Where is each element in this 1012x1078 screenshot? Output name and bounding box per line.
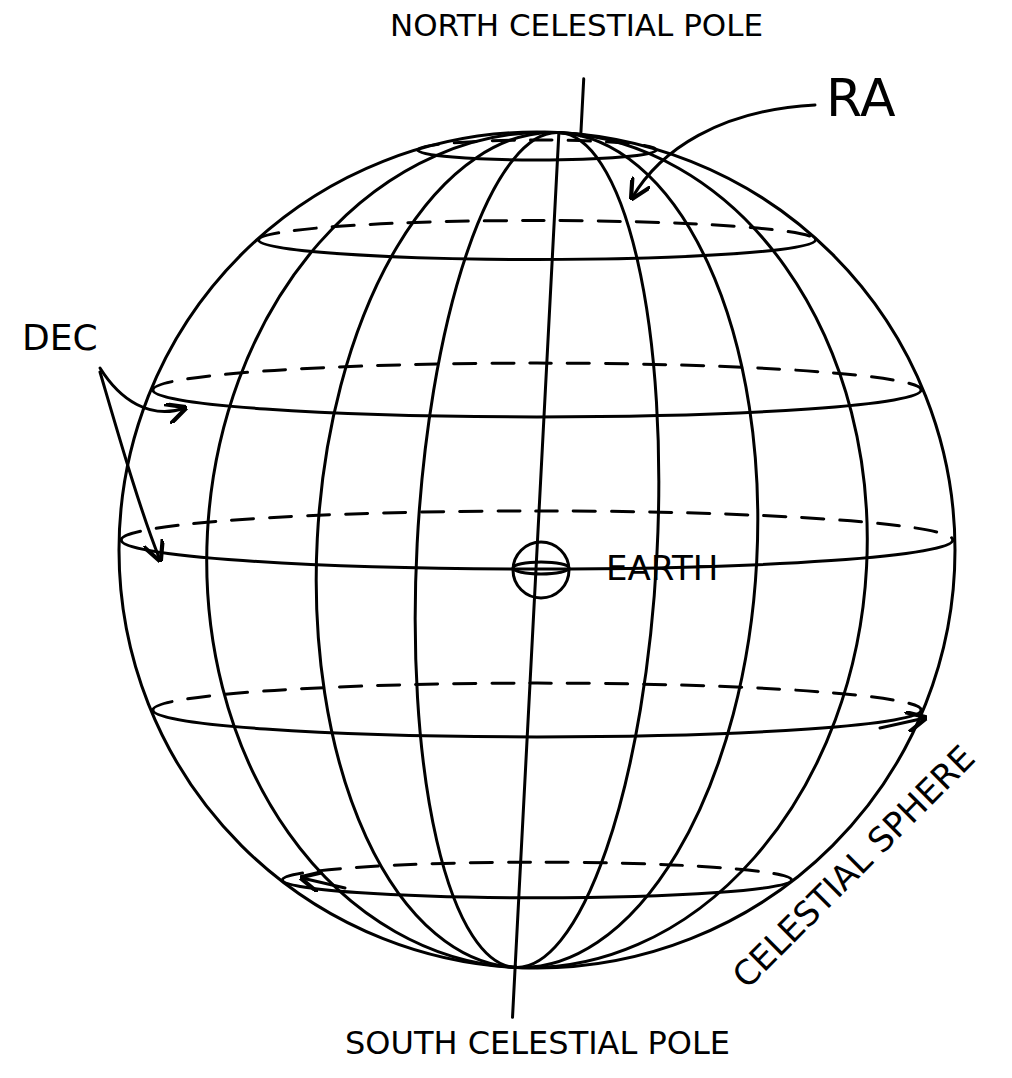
sphere-outline (119, 132, 955, 968)
ra-leader (632, 105, 815, 198)
dec-parallel-back (259, 221, 816, 240)
pole-label: SOUTH CELESTIAL POLE (345, 1026, 730, 1061)
dec-label: DEC (22, 318, 98, 358)
dec-parallel-front (282, 880, 791, 898)
earth-symbol (513, 542, 569, 598)
ra-label: RA (826, 70, 896, 127)
dec-parallel-back (121, 511, 953, 540)
ra-meridian (186, 115, 889, 984)
dec-parallel-back (282, 862, 791, 880)
sphere-label: CELESTIAL SPHERE (726, 739, 982, 995)
dec-parallel-front (153, 710, 921, 737)
dec-parallel-back (153, 363, 921, 390)
dec-parallel-back (418, 140, 657, 150)
earth-label: EARTH (606, 550, 718, 587)
dec-parallel-front (418, 150, 657, 160)
pole-label: NORTH CELESTIAL POLE (390, 8, 763, 42)
ra-meridians (183, 60, 891, 1034)
dec-leader (100, 368, 185, 412)
pole-axis (581, 79, 584, 136)
rotation-arrow (302, 878, 345, 888)
dec-parallel-front (259, 240, 816, 259)
earth-equator (513, 562, 569, 574)
dec-parallel-front (153, 390, 921, 417)
ra-meridian (295, 121, 778, 979)
dec-leader (100, 372, 160, 560)
dec-parallel-back (153, 683, 921, 710)
pole-axis (513, 965, 516, 1017)
rotation-arrow (880, 718, 925, 728)
dec-parallel-front (121, 540, 953, 569)
